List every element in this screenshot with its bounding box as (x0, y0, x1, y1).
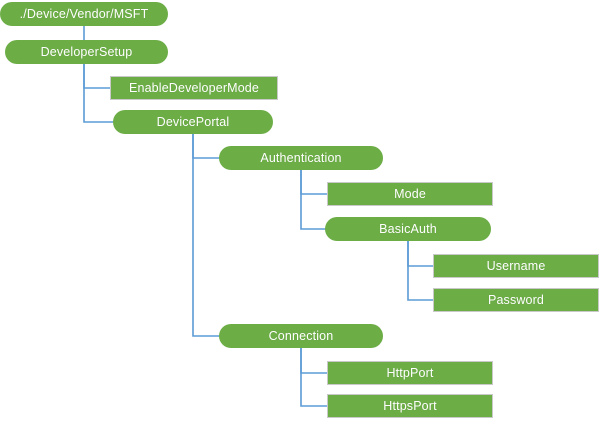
node-label-mode: Mode (394, 186, 426, 201)
node-connection[interactable]: Connection (219, 324, 383, 348)
node-developersetup[interactable]: DeveloperSetup (5, 40, 168, 64)
node-authentication[interactable]: Authentication (219, 146, 383, 170)
connector-authentication-to-mode (300, 169, 328, 195)
connector-connection-to-httpsport (300, 347, 328, 407)
connector-developersetup-to-enabledevmode (83, 63, 111, 89)
node-label-password: Password (487, 292, 545, 307)
node-label-username: Username (486, 258, 546, 273)
node-basicauth[interactable]: BasicAuth (325, 217, 491, 241)
node-label-developersetup: DeveloperSetup (40, 44, 133, 59)
node-label-authentication: Authentication (260, 150, 342, 165)
node-label-httpsport: HttpsPort (383, 398, 437, 413)
connector-basicauth-to-password (407, 240, 434, 301)
connector-basicauth-to-username (407, 240, 434, 267)
connector-developersetup-to-deviceportal (83, 63, 114, 123)
node-enabledevmode[interactable]: EnableDeveloperMode (110, 76, 278, 100)
connector-authentication-to-basicauth (300, 169, 326, 230)
node-label-enabledevmode: EnableDeveloperMode (128, 80, 260, 95)
node-root[interactable]: ./Device/Vendor/MSFT (0, 2, 168, 26)
node-label-httpport: HttpPort (386, 365, 434, 380)
node-password[interactable]: Password (433, 288, 599, 312)
node-mode[interactable]: Mode (327, 182, 493, 206)
connector-deviceportal-to-connection (192, 133, 220, 337)
connector-deviceportal-to-authentication (192, 133, 220, 159)
node-label-root: ./Device/Vendor/MSFT (19, 6, 149, 21)
node-username[interactable]: Username (433, 254, 599, 278)
node-label-basicauth: BasicAuth (379, 221, 437, 236)
node-httpsport[interactable]: HttpsPort (327, 394, 493, 418)
node-deviceportal[interactable]: DevicePortal (113, 110, 273, 134)
connector-connection-to-httpport (300, 347, 328, 374)
node-httpport[interactable]: HttpPort (327, 361, 493, 385)
node-label-deviceportal: DevicePortal (156, 114, 230, 129)
node-label-connection: Connection (268, 328, 334, 343)
